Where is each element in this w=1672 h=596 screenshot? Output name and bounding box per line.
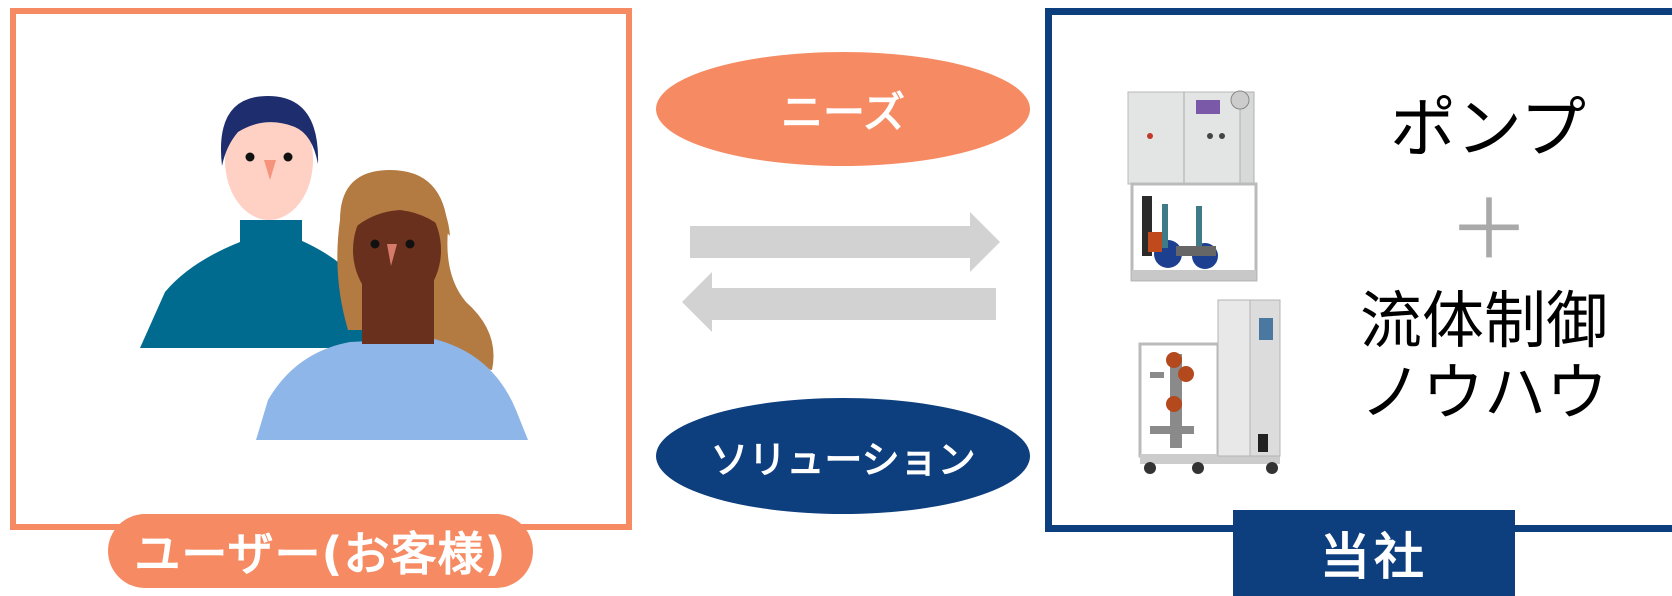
product-line-knowhow: ノウハウ xyxy=(1360,356,1609,429)
product-line-fluid-control: 流体制御 xyxy=(1360,284,1609,357)
user-label: ユーザー(お客様) xyxy=(108,514,533,588)
needs-ellipse: ニーズ xyxy=(656,52,1030,166)
plus-sign: ＋ xyxy=(1448,183,1531,278)
woman-figure-icon xyxy=(256,170,528,440)
arrow-left-icon xyxy=(682,272,996,332)
man-figure-icon xyxy=(140,96,388,348)
solution-ellipse: ソリューション xyxy=(656,398,1030,514)
pump-control-unit-image xyxy=(1127,90,1258,282)
company-label: 当社 xyxy=(1233,510,1515,596)
arrow-right-icon xyxy=(690,212,1000,272)
fluid-control-unit-image xyxy=(1138,299,1281,474)
product-line-pump: ポンプ xyxy=(1390,90,1587,167)
